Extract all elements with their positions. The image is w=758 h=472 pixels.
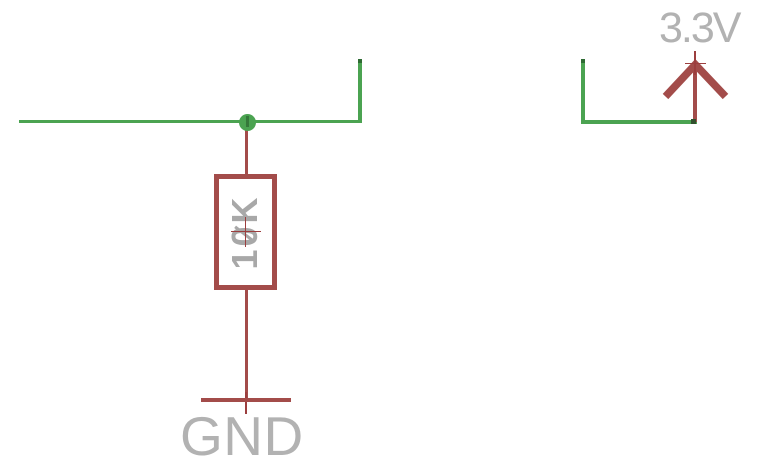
supply-net-label: 3.3V xyxy=(659,4,741,52)
supply-net-wire-vertical-stub xyxy=(581,61,586,124)
gnd-symbol-bar xyxy=(200,397,291,403)
resistor-pin-wire-top xyxy=(245,121,249,177)
net-wire-vertical-stub xyxy=(358,61,363,123)
net-wire-horizontal xyxy=(19,119,362,124)
resistor-pin-wire-bottom xyxy=(245,288,249,400)
supply-pin-connection-dot xyxy=(690,118,696,124)
gnd-origin-cross xyxy=(245,391,247,414)
resistor-origin-cross-v xyxy=(244,216,247,247)
supply-arrow-stem xyxy=(692,64,698,122)
supply-net-wire-horizontal xyxy=(581,120,698,125)
supply-origin-cross-h xyxy=(684,62,706,65)
gnd-label: GND xyxy=(180,405,304,467)
supply-wire-endpoint-tick xyxy=(581,59,586,63)
wire-endpoint-tick xyxy=(358,59,363,63)
junction-endpoint-tick xyxy=(245,116,249,127)
resistor-body xyxy=(214,174,277,290)
